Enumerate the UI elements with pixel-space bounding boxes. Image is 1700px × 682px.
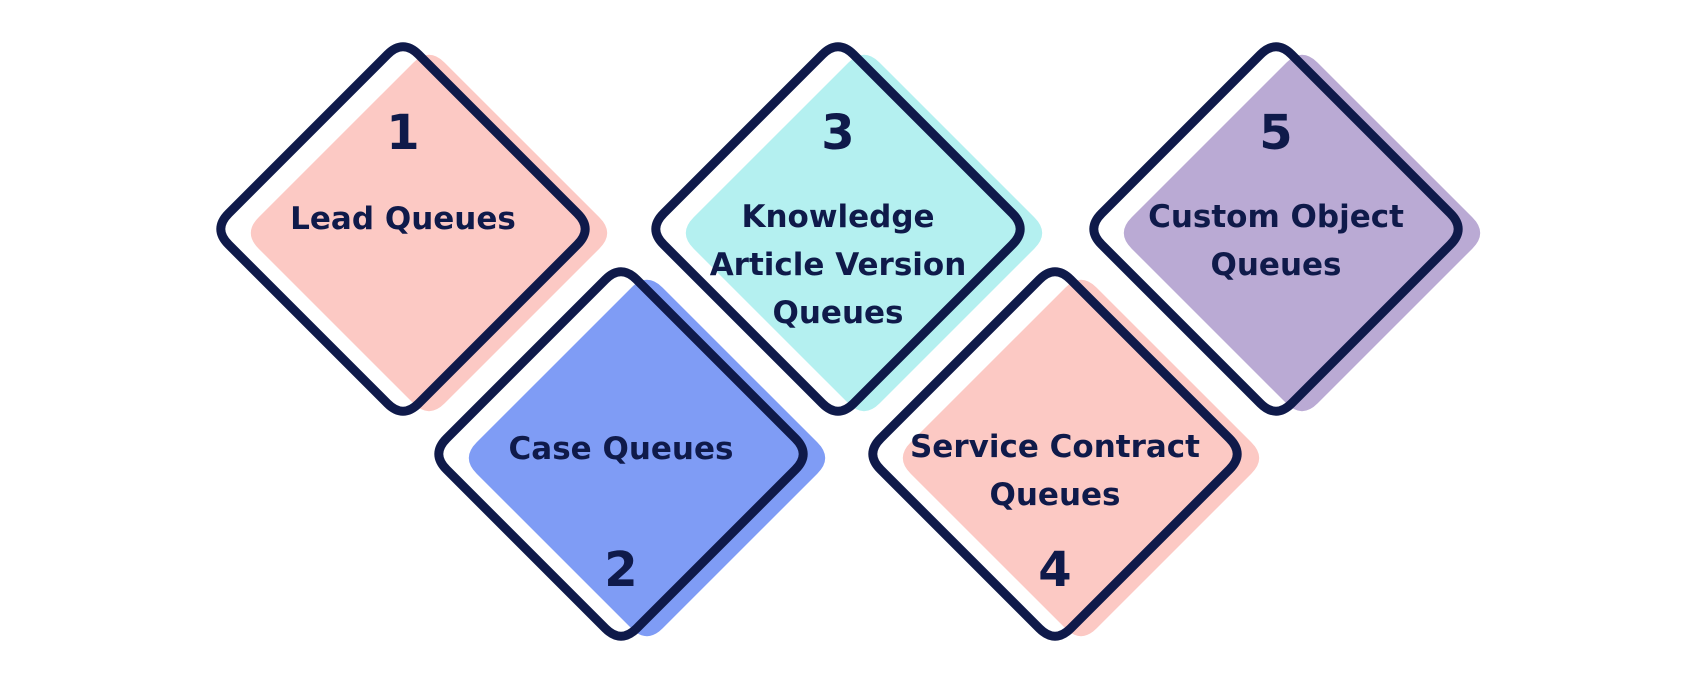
diamond-1-outline [216, 42, 590, 416]
diamond-5-label: Custom Object Queues [1148, 199, 1404, 283]
diamond-5-number: 5 [1259, 105, 1293, 161]
diamond-4-outline [868, 267, 1242, 641]
diamond-4-fill [902, 279, 1260, 637]
diamond-4-label: Service Contract Queues [909, 429, 1200, 513]
diamond-3-number: 3 [821, 105, 855, 161]
diamond-2-number: 2 [604, 542, 638, 598]
diamond-1-number: 1 [386, 105, 420, 161]
diamond-3-label: Knowledge Article Version Queues [709, 199, 967, 331]
diamond-4-number: 4 [1038, 542, 1072, 598]
diamond-2-label: Case Queues [508, 431, 734, 467]
diamond-5-fill [1123, 54, 1481, 412]
diamond-3-fill [685, 54, 1043, 412]
diamond-5-outline [1089, 42, 1463, 416]
diamond-2-fill [468, 279, 826, 637]
diamond-1-label: Lead Queues [290, 201, 516, 237]
diamond-2-outline [434, 267, 808, 641]
diamond-3-outline [651, 42, 1025, 416]
diamond-1-fill [250, 54, 608, 412]
